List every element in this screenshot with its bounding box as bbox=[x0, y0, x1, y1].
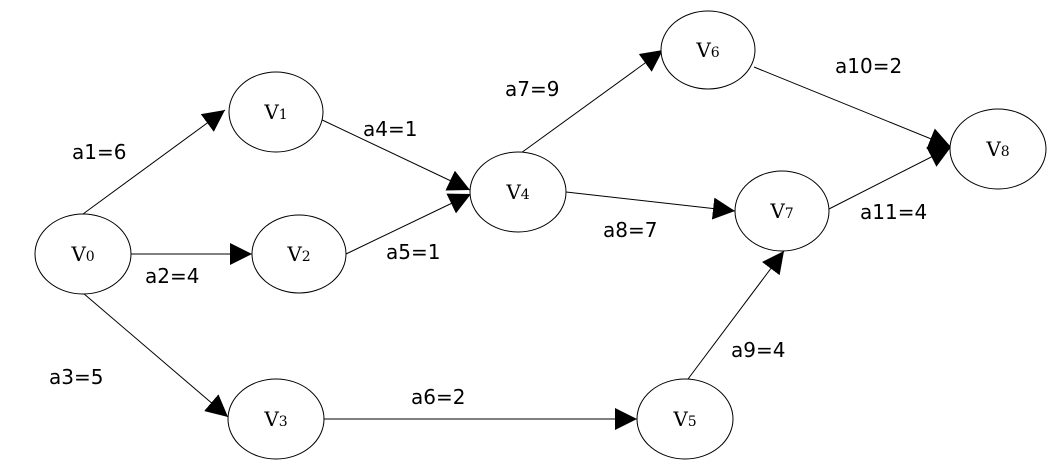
node-v5: V5 bbox=[636, 378, 734, 460]
svg-text:V2: V2 bbox=[286, 242, 310, 266]
edge-label-a6: a6=2 bbox=[411, 385, 465, 409]
node-v5-label: V bbox=[672, 407, 688, 431]
node-v2-label: V bbox=[286, 242, 302, 266]
node-v0-label: V bbox=[70, 242, 86, 266]
edge-label-a10: a10=2 bbox=[835, 54, 902, 78]
svg-text:V6: V6 bbox=[695, 38, 719, 62]
edge-label-a1: a1=6 bbox=[72, 140, 126, 164]
node-v3-subscript: 3 bbox=[279, 414, 288, 430]
node-v8: V8 bbox=[949, 108, 1047, 190]
node-v8-subscript: 8 bbox=[1001, 144, 1010, 160]
node-v7-subscript: 7 bbox=[785, 206, 794, 222]
edge-a10 bbox=[753, 66, 952, 149]
node-v6: V6 bbox=[660, 10, 756, 90]
edge-a8 bbox=[565, 191, 736, 220]
node-v2: V2 bbox=[251, 214, 347, 294]
node-v8-label: V bbox=[985, 137, 1001, 161]
node-v0: V0 bbox=[34, 213, 132, 295]
edge-label-a9: a9=4 bbox=[731, 338, 785, 362]
edge-label-a3: a3=5 bbox=[49, 365, 103, 389]
edge-label-a5: a5=1 bbox=[386, 240, 440, 264]
edge-label-a2: a2=4 bbox=[145, 264, 199, 288]
node-v7-label: V bbox=[769, 199, 785, 223]
edge-a7 bbox=[520, 49, 664, 154]
svg-text:V7: V7 bbox=[769, 199, 793, 223]
node-v5-subscript: 5 bbox=[688, 414, 697, 430]
svg-text:V8: V8 bbox=[985, 137, 1009, 161]
node-v4: V4 bbox=[469, 151, 567, 233]
edge-label-a11: a11=4 bbox=[860, 200, 927, 224]
node-v2-subscript: 2 bbox=[302, 249, 311, 265]
node-v4-subscript: 4 bbox=[521, 187, 530, 203]
edge-label-a7: a7=9 bbox=[505, 77, 559, 101]
edge-a1 bbox=[82, 109, 226, 215]
node-v0-subscript: 0 bbox=[86, 249, 95, 265]
node-v1-label: V bbox=[263, 100, 279, 124]
edge-a4 bbox=[317, 117, 471, 191]
node-v6-label: V bbox=[695, 38, 711, 62]
svg-text:V1: V1 bbox=[263, 100, 287, 124]
node-v6-subscript: 6 bbox=[711, 45, 720, 61]
edge-label-a8: a8=7 bbox=[603, 218, 657, 242]
svg-text:V4: V4 bbox=[505, 180, 529, 204]
node-v3-label: V bbox=[263, 407, 279, 431]
node-v7: V7 bbox=[734, 170, 830, 252]
edge-label-a4: a4=1 bbox=[363, 117, 417, 141]
node-v4-label: V bbox=[505, 180, 521, 204]
svg-text:V5: V5 bbox=[672, 407, 696, 431]
svg-text:V0: V0 bbox=[70, 242, 94, 266]
edge-a11 bbox=[824, 146, 952, 212]
node-v1-subscript: 1 bbox=[279, 107, 288, 123]
svg-text:V3: V3 bbox=[263, 407, 287, 431]
edge-a5 bbox=[345, 193, 472, 255]
edge-a9 bbox=[687, 250, 785, 380]
node-v3: V3 bbox=[227, 378, 325, 460]
edge-a3 bbox=[82, 292, 229, 418]
node-v1: V1 bbox=[228, 71, 324, 153]
